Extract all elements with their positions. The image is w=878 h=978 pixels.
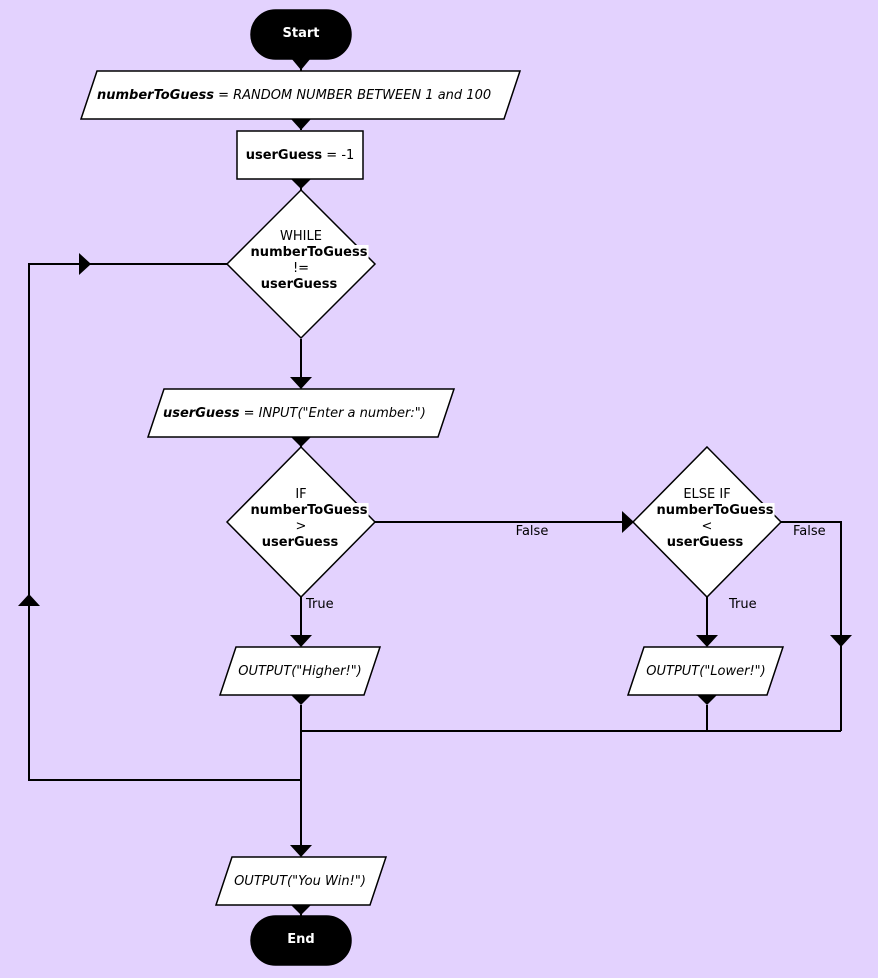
output-higher-text: OUTPUT("Higher!"): [238, 664, 362, 679]
assign-target-var: numberToGuess: [97, 88, 214, 103]
init-guess-expr: = -1: [322, 148, 355, 163]
while-keyword: WHILE: [280, 229, 322, 244]
init-guess-text: userGuess = -1: [246, 148, 355, 164]
arrowhead-down: [696, 635, 718, 647]
arrowhead-down: [291, 905, 311, 915]
init-guess-var: userGuess: [245, 148, 323, 163]
arrowhead-down: [291, 695, 311, 705]
if-right: userGuess: [261, 535, 339, 550]
elseif-keyword: ELSE IF: [683, 487, 731, 502]
arrowhead-down: [291, 119, 311, 130]
arrowhead-right: [79, 253, 91, 275]
arrowhead-down: [697, 695, 717, 705]
elseif-decision: [631, 445, 783, 599]
arrowhead-right: [622, 511, 634, 533]
input-var: userGuess: [163, 406, 240, 421]
while-left: numberToGuess: [249, 245, 369, 261]
end-label: End: [287, 932, 315, 947]
arrowhead-down: [290, 377, 312, 389]
arrowhead-down: [291, 179, 311, 189]
assign-target-text: numberToGuess = RANDOM NUMBER BETWEEN 1 …: [97, 88, 491, 104]
arrowhead-down: [291, 58, 311, 70]
output-win-process: [214, 856, 388, 906]
if-true-label: True: [306, 597, 334, 612]
if-operator: >: [295, 519, 307, 534]
input-expr: = INPUT("Enter a number:"): [239, 406, 426, 421]
arrowhead-down: [830, 635, 852, 647]
connector-lines: [28, 58, 842, 916]
while-operator: !=: [292, 261, 310, 276]
arrowhead-down: [291, 437, 311, 447]
connector-loop-back: [28, 263, 301, 781]
elseif-left: numberToGuess: [655, 503, 775, 519]
input-process: [146, 388, 456, 438]
if-decision: [225, 445, 377, 599]
output-lower-text: OUTPUT("Lower!"): [646, 664, 766, 679]
input-text: userGuess = INPUT("Enter a number:"): [163, 406, 426, 422]
end-terminal: [250, 915, 352, 966]
init-guess-process: [236, 130, 364, 180]
connector-elseif-false: [780, 521, 842, 731]
arrowhead-up: [18, 594, 40, 606]
elseif-false-label: False: [793, 524, 826, 539]
while-decision: [225, 188, 377, 340]
if-keyword: IF: [295, 487, 307, 502]
output-lower-process: [626, 646, 785, 696]
assign-target-expr: = RANDOM NUMBER BETWEEN 1 and 100: [213, 88, 492, 103]
output-higher-process: [218, 646, 382, 696]
if-false-label: False: [515, 524, 549, 539]
arrowhead-down: [290, 845, 312, 857]
arrowhead-down: [290, 635, 312, 647]
assign-target-process: [79, 70, 522, 120]
elseif-right: userGuess: [666, 535, 744, 550]
elseif-true-label: True: [729, 597, 757, 612]
while-right: userGuess: [260, 277, 338, 292]
start-label: Start: [282, 26, 320, 41]
elseif-operator: <: [701, 519, 713, 534]
if-left: numberToGuess: [249, 503, 369, 519]
output-win-text: OUTPUT("You Win!"): [234, 874, 366, 889]
